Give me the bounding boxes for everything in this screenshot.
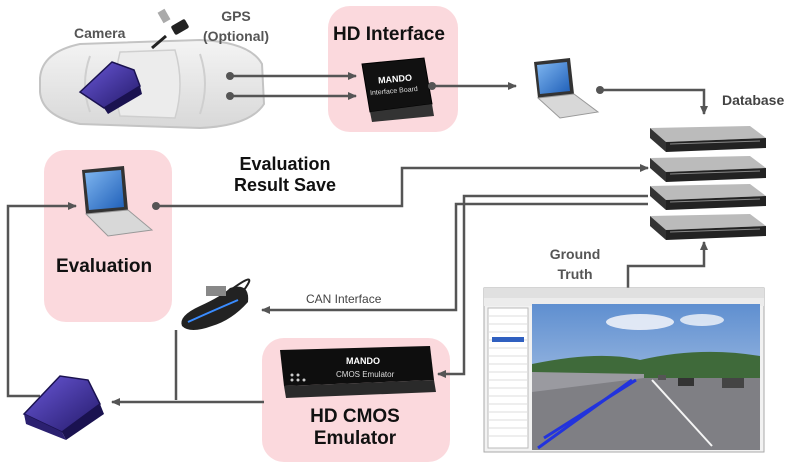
ground-truth-line1: Ground xyxy=(549,246,601,262)
evaluation-result-save-label: Evaluation Result Save xyxy=(200,154,370,196)
camera-label: Camera xyxy=(74,25,126,41)
evaluation-result-line2: Result Save xyxy=(233,175,337,195)
gps-label-line1: GPS xyxy=(221,8,251,24)
camera-device-icon xyxy=(78,61,142,114)
hd-cmos-line1: HD CMOS xyxy=(310,406,400,427)
ground-truth-label: Ground Truth xyxy=(540,246,610,282)
database-label: Database xyxy=(722,92,785,108)
gps-device-icon xyxy=(151,8,189,50)
gps-label: GPS (Optional) xyxy=(196,8,276,44)
laptop-top-icon xyxy=(534,58,600,119)
emulator-brand: MANDO xyxy=(346,356,380,366)
evaluation-label: Evaluation xyxy=(56,256,153,277)
interface-board-icon xyxy=(361,57,434,122)
can-cable-icon xyxy=(181,278,251,330)
database-servers-icon xyxy=(650,126,766,240)
gps-label-line2: (Optional) xyxy=(202,28,270,44)
emulator-name: CMOS Emulator xyxy=(336,370,395,379)
camera-device-bottom-icon xyxy=(22,375,104,440)
evaluation-result-line1: Evaluation xyxy=(239,154,331,174)
laptop-evaluation-icon xyxy=(82,166,154,237)
ground-truth-line2: Truth xyxy=(557,266,593,282)
hd-cmos-emulator-label: HD CMOS Emulator xyxy=(270,406,440,450)
hd-cmos-line2: Emulator xyxy=(313,428,397,449)
car-top-view xyxy=(39,38,266,130)
hd-interface-label: HD Interface xyxy=(333,24,445,45)
ground-truth-software-window xyxy=(483,287,765,453)
cmos-emulator-device-icon xyxy=(280,346,436,398)
can-interface-label: CAN Interface xyxy=(306,292,382,306)
